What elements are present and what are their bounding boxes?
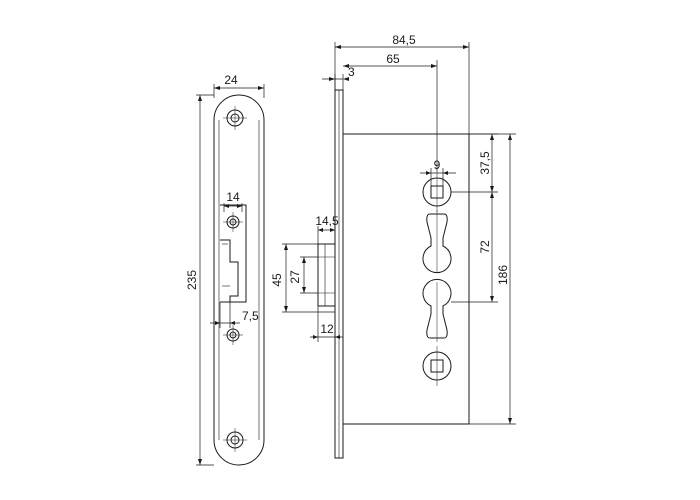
dim-label: 24: [224, 73, 238, 87]
dim-label: 72: [478, 240, 492, 254]
lock-body: [342, 133, 470, 425]
dim-label: 14,5: [315, 214, 339, 228]
keyhole-icon: [422, 210, 452, 274]
dim-label: 14: [226, 190, 240, 204]
spindle-hub-icon: [422, 172, 452, 212]
dim-label: 235: [185, 270, 199, 290]
strike-latch-slot: [220, 204, 247, 303]
dim-latch-depth: 12: [310, 306, 343, 342]
dim-spindle-size: 9: [420, 158, 456, 186]
dim-latch-height-outer: 45: [270, 243, 335, 313]
strike-plate: [213, 94, 265, 466]
latch-bolt-side: [317, 243, 336, 307]
keyhole-icon: [422, 278, 452, 342]
dim-label: 3: [348, 65, 355, 79]
dim-spindle-offset: 37,5: [451, 133, 498, 193]
screw-hole-icon: [223, 428, 247, 452]
dim-overall-depth: 84,5: [334, 33, 470, 134]
strike-plate-outline: [213, 94, 265, 466]
dim-latch-projection: 14,5: [315, 214, 339, 244]
spindle-hub-icon: [422, 346, 452, 386]
dim-strike-width: 24: [213, 73, 265, 98]
screw-hole-icon: [223, 212, 243, 232]
lock-case-outline: [342, 133, 470, 425]
dim-strike-height: 235: [185, 94, 214, 466]
screw-hole-icon: [223, 106, 247, 130]
dim-label: 12: [320, 322, 334, 336]
dim-strike-slot-width: 14: [223, 190, 243, 212]
dim-label: 27: [288, 270, 302, 284]
dim-label: 65: [386, 52, 400, 66]
dim-label: 84,5: [392, 33, 416, 47]
dim-label: 9: [434, 158, 441, 172]
dim-label: 7,5: [242, 309, 259, 323]
dim-body-height: 186: [469, 133, 516, 425]
dim-backset: 65: [343, 52, 438, 172]
dim-latch-height-inner: 27: [288, 256, 318, 294]
screw-hole-icon: [223, 325, 243, 345]
dim-strike-slot-offset: 7,5: [210, 302, 259, 328]
dim-faceplate-thickness: 3: [322, 65, 355, 90]
lock-side-view: [317, 89, 344, 459]
dim-label: 45: [270, 273, 284, 287]
dim-label: 186: [496, 265, 510, 285]
dim-label: 37,5: [478, 151, 492, 175]
dim-center-distance: 72: [451, 192, 498, 303]
